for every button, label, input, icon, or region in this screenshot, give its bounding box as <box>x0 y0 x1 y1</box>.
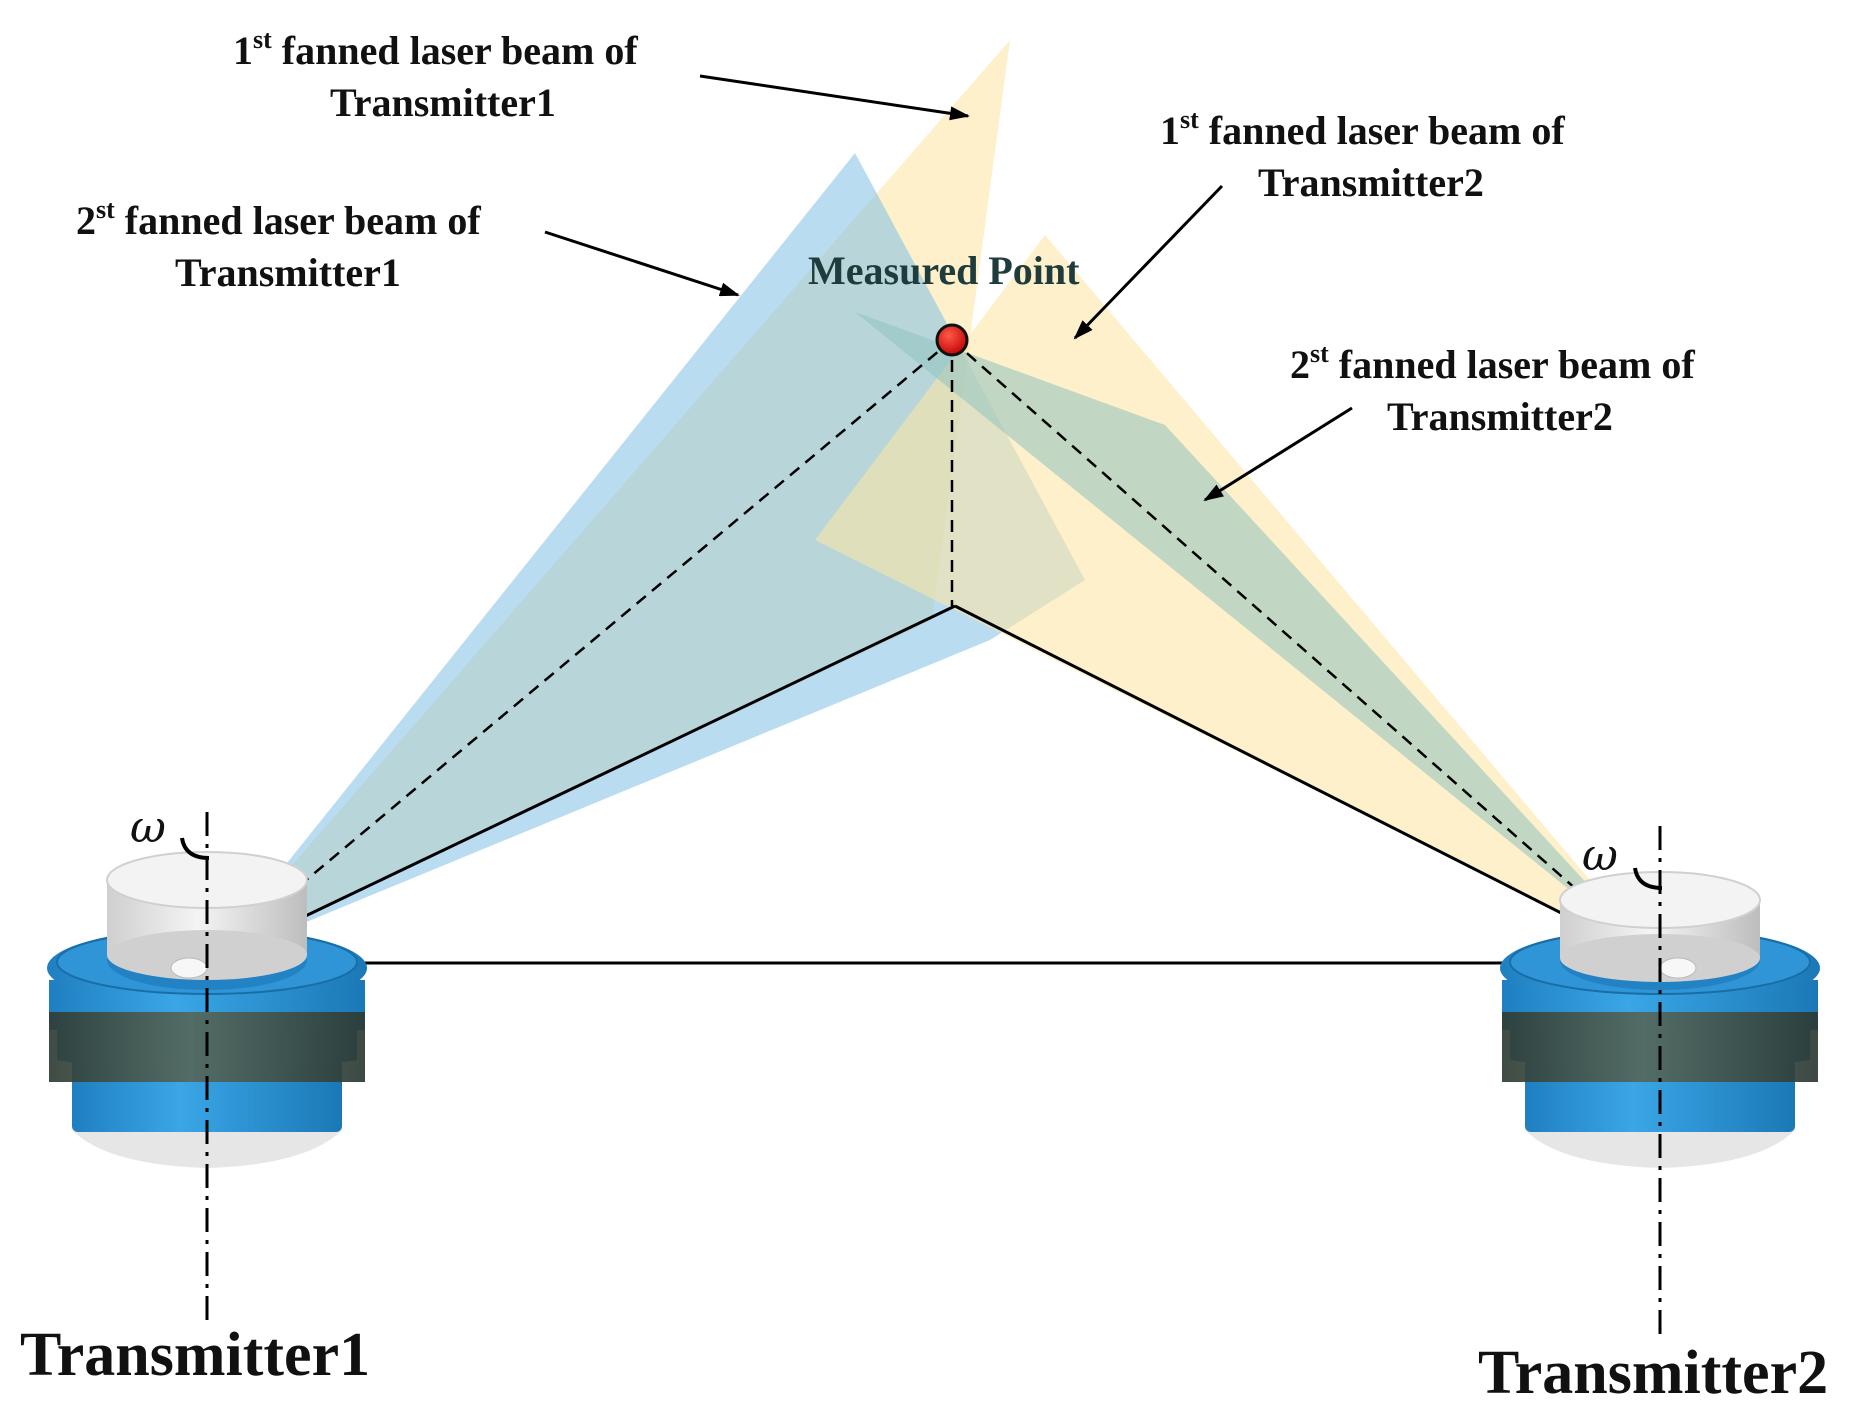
label-transmitter1: Transmitter1 <box>20 1321 370 1389</box>
transmitter2-device <box>1500 826 1820 1336</box>
label-beam1-t1-line1: 1st fanned laser beam of <box>233 25 638 73</box>
label-transmitter2: Transmitter2 <box>1478 1339 1828 1407</box>
omega-symbol-t1: ω <box>130 802 166 853</box>
label-beam1-t2-line1: 1st fanned laser beam of <box>1160 105 1565 153</box>
label-beam2-t2-line1: 2st fanned laser beam of <box>1290 339 1695 387</box>
laser-transmitter-icon <box>1500 871 1820 1168</box>
rotation-arc-t1 <box>180 837 210 860</box>
dashed-ray-t1 <box>206 339 953 964</box>
label-measured-point: Measured Point <box>808 248 1080 293</box>
beam-2-transmitter2 <box>855 312 1660 963</box>
construction-lines <box>206 339 1661 965</box>
transmitter1-device <box>47 812 367 1320</box>
measured-point-dot-icon <box>935 323 969 357</box>
label-beam1-t2-line2: Transmitter2 <box>1258 160 1484 205</box>
arrow-beam2-t1 <box>544 230 740 297</box>
label-beam2-t1-line2: Transmitter1 <box>175 250 401 295</box>
rotation-arc-t2 <box>1633 867 1663 890</box>
dashed-ray-t2 <box>951 339 1661 964</box>
label-beam1-t1-line2: Transmitter1 <box>330 80 556 125</box>
label-beam2-t2-line2: Transmitter2 <box>1387 394 1613 439</box>
beam-2-transmitter1 <box>207 153 1085 963</box>
projection-line-t2 <box>954 604 1661 965</box>
label-beam2-t1-line1: 2st fanned laser beam of <box>76 195 481 243</box>
arrow-beam1-t2 <box>1073 184 1224 340</box>
laser-beams <box>207 40 1660 963</box>
annotation-arrows <box>544 74 1353 502</box>
arrow-beam1-t1 <box>699 74 970 121</box>
labels: 1st fanned laser beam of Transmitter1 2s… <box>20 25 1828 1407</box>
arrow-beam2-t2 <box>1203 406 1353 502</box>
projection-line-t1 <box>206 604 956 965</box>
omega-symbol-t2: ω <box>1582 830 1618 881</box>
